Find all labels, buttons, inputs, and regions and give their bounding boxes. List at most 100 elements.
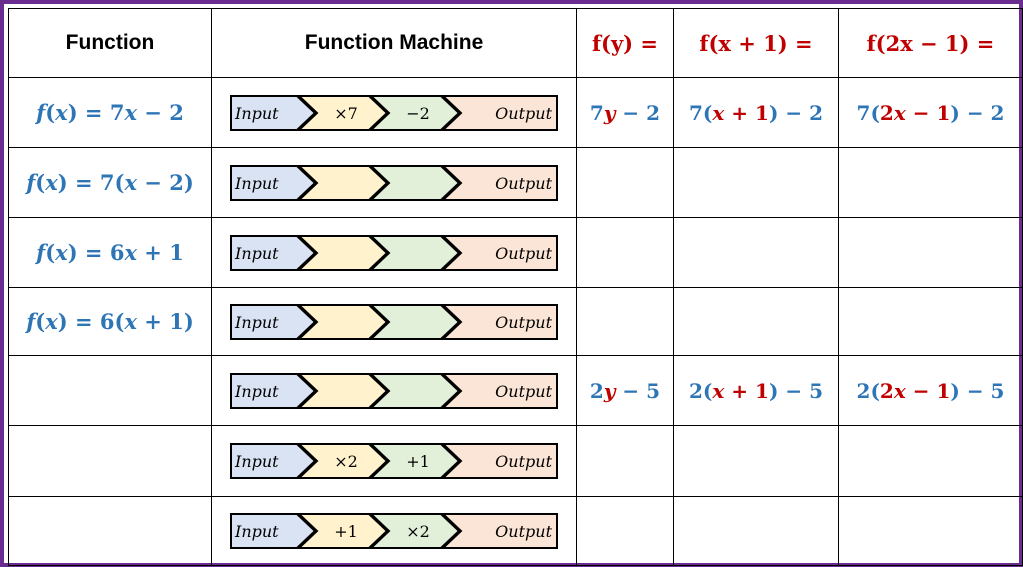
machine-output-box [440, 164, 558, 201]
machine-output-label: Output [495, 382, 552, 401]
machine-input-box [230, 164, 317, 201]
machine-input-label: Input [234, 313, 279, 332]
function-machine-diagram: Input ×7 −2 Output [230, 94, 558, 131]
machine-input-box [230, 94, 317, 131]
function-cell [8, 355, 212, 426]
machine-output-box [440, 513, 558, 549]
machine-step-2-label: ×2 [406, 522, 430, 541]
machine-output-label: Output [495, 522, 552, 541]
header-f-of-y: f(y) = [576, 8, 674, 78]
machine-input-box [230, 513, 317, 549]
answer-cell-fy [576, 287, 674, 356]
header-f-of-2x-minus-1-text: f(2x − 1) = [866, 30, 995, 56]
answer-cell-fx1 [673, 217, 839, 288]
function-machine-cell: Input Output [211, 287, 577, 356]
machine-input-box [230, 234, 317, 271]
machine-input-label: Input [234, 382, 279, 401]
machine-input-box [230, 372, 317, 409]
function-cell: f(x) = 7(x − 2) [8, 147, 212, 218]
machine-step-1 [296, 303, 389, 340]
machine-input-label: Input [234, 522, 279, 541]
machine-step-2-label: −2 [406, 104, 430, 123]
function-machine-cell: Input ×7 −2 Output [211, 77, 577, 148]
machine-input-label: Input [234, 104, 279, 123]
machine-output-label: Output [495, 452, 552, 471]
machine-step-2 [368, 234, 461, 271]
answer-cell-fx1: 2(x + 1) − 5 [673, 355, 839, 426]
machine-step-2 [368, 303, 461, 340]
answer-cell-fy [576, 147, 674, 218]
machine-step-1 [296, 234, 389, 271]
machine-step-1 [296, 513, 389, 549]
answer-cell-fy: 7y − 2 [576, 77, 674, 148]
table-row: Input +1 ×2 Output [8, 496, 1023, 566]
header-f-of-x-plus-1-text: f(x + 1) = [699, 30, 813, 56]
function-machine-cell: Input +1 ×2 Output [211, 496, 577, 566]
function-machine-cell: Input ×2 +1 Output [211, 425, 577, 497]
machine-input-box [230, 303, 317, 340]
machine-step-1-label: +1 [334, 522, 358, 541]
function-cell: f(x) = 6x + 1 [8, 217, 212, 288]
answer-cell-f2x1 [838, 217, 1023, 288]
function-cell [8, 425, 212, 497]
machine-step-1 [296, 372, 389, 409]
function-machine-diagram: Input Output [230, 372, 558, 409]
machine-step-1-label: ×2 [334, 452, 358, 471]
machine-input-label: Input [234, 244, 279, 263]
function-cell: f(x) = 7x − 2 [8, 77, 212, 148]
header-f-of-2x-minus-1: f(2x − 1) = [838, 8, 1023, 78]
machine-output-label: Output [495, 104, 552, 123]
header-function-machine: Function Machine [211, 8, 577, 78]
header-f-of-x-plus-1: f(x + 1) = [673, 8, 839, 78]
table-row: f(x) = 6(x + 1) Input Output [8, 287, 1023, 356]
function-machine-diagram: Input Output [230, 234, 558, 271]
answer-cell-f2x1 [838, 287, 1023, 356]
machine-output-box [440, 372, 558, 409]
answer-cell-f2x1 [838, 425, 1023, 497]
function-machine-diagram: Input +1 ×2 Output [230, 513, 558, 549]
header-row: Function Function Machine f(y) = f(x + 1… [8, 8, 1023, 78]
machine-input-box [230, 443, 317, 479]
machine-step-2-label: +1 [406, 452, 430, 471]
machine-output-label: Output [495, 313, 552, 332]
machine-output-box [440, 94, 558, 131]
answer-cell-f2x1 [838, 496, 1023, 566]
function-machine-cell: Input Output [211, 217, 577, 288]
machine-step-1 [296, 164, 389, 201]
function-machine-diagram: Input Output [230, 303, 558, 340]
machine-output-box [440, 234, 558, 271]
machine-output-box [440, 443, 558, 479]
machine-output-label: Output [495, 244, 552, 263]
machine-step-2 [368, 372, 461, 409]
function-cell: f(x) = 6(x + 1) [8, 287, 212, 356]
function-machine-cell: Input Output [211, 355, 577, 426]
function-machine-diagram: Input ×2 +1 Output [230, 443, 558, 479]
machine-output-label: Output [495, 174, 552, 193]
answer-cell-fy [576, 217, 674, 288]
answer-cell-fx1 [673, 425, 839, 497]
answer-cell-f2x1: 2(2x − 1) − 5 [838, 355, 1023, 426]
machine-step-1 [296, 94, 389, 131]
table-row: Input ×2 +1 Output [8, 425, 1023, 497]
header-f-of-y-text: f(y) = [591, 30, 658, 56]
answer-cell-fx1 [673, 496, 839, 566]
answer-cell-fy [576, 496, 674, 566]
machine-step-2 [368, 164, 461, 201]
answer-cell-fy [576, 425, 674, 497]
answer-cell-fx1 [673, 147, 839, 218]
table-row: f(x) = 6x + 1 Input Output [8, 217, 1023, 288]
machine-output-box [440, 303, 558, 340]
machine-input-label: Input [234, 452, 279, 471]
machine-step-2 [368, 94, 461, 131]
machine-step-2 [368, 513, 461, 549]
machine-step-1 [296, 443, 389, 479]
function-cell [8, 496, 212, 566]
answer-cell-f2x1: 7(2x − 1) − 2 [838, 77, 1023, 148]
machine-step-1-label: ×7 [334, 104, 358, 123]
answer-cell-fy: 2y − 5 [576, 355, 674, 426]
answer-cell-fx1 [673, 287, 839, 356]
